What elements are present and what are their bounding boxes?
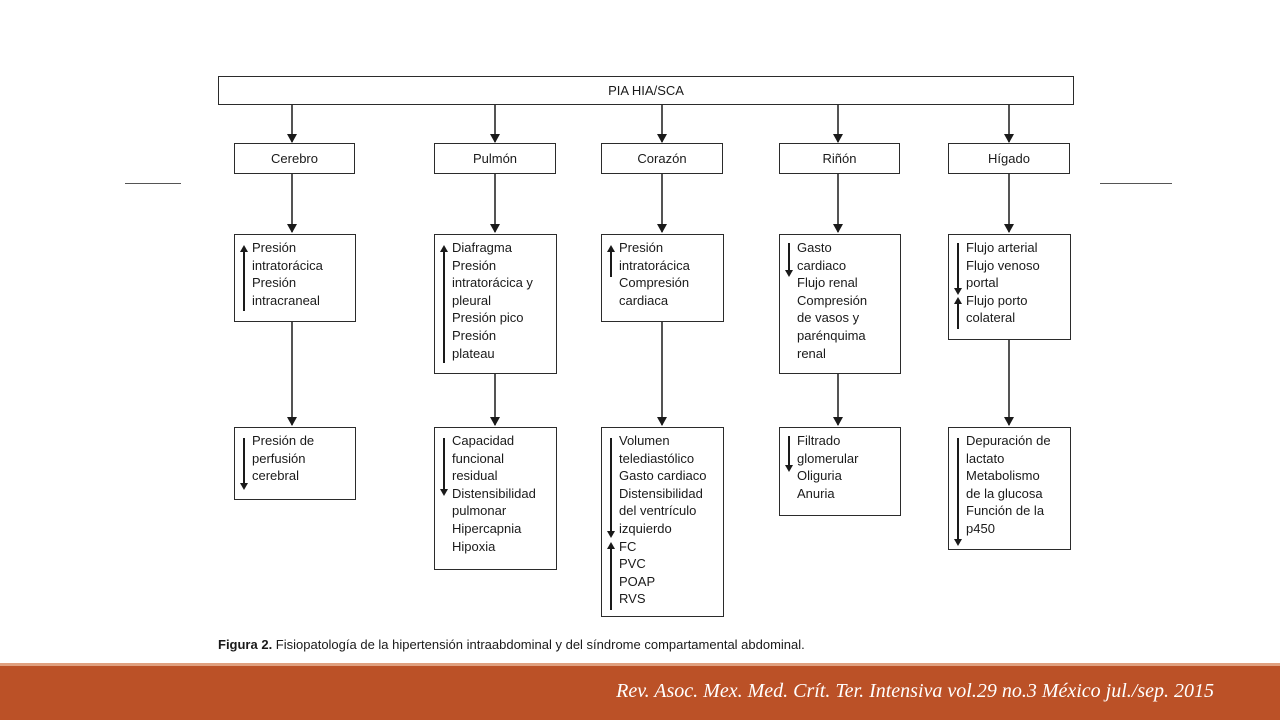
outcome-line: de la glucosa (966, 485, 1043, 501)
effect-line: Presión (252, 275, 297, 291)
decrease-arrow-icon (785, 243, 793, 277)
outcome-line: telediastólico (619, 450, 695, 466)
outcome-line: Función de la (966, 503, 1045, 519)
increase-arrow-icon (607, 542, 615, 610)
effect-line: Diafragma (452, 240, 512, 255)
effect-box-rinon: Gasto cardiaco Flujo renal Compresión de… (779, 234, 901, 374)
effect-line: cardiaco (797, 257, 847, 273)
decrease-arrow-icon (607, 438, 615, 538)
organ-box-higado: Hígado (948, 143, 1070, 174)
outcome-line: cerebral (252, 468, 299, 484)
increase-arrow-icon (240, 245, 248, 311)
effect-line: Compresión (619, 275, 690, 291)
outcome-box-rinon: Filtrado glomerular Oliguria Anuria (779, 427, 901, 516)
outcome-line: Anuria (797, 485, 835, 501)
effect-line: pleural (452, 292, 492, 308)
decrease-arrow-icon (954, 243, 962, 295)
outcome-line: funcional (452, 450, 505, 466)
effect-line: Flujo porto (966, 292, 1028, 308)
effect-line: Gasto (797, 240, 832, 255)
outcome-line: Gasto cardiaco (619, 468, 707, 484)
effect-line: intracraneal (252, 292, 320, 308)
effect-line: Flujo arterial (966, 240, 1038, 255)
outcome-line: Distensibilidad (619, 485, 703, 501)
outcome-line: lactato (966, 450, 1005, 466)
caption-text: Fisiopatología de la hipertensión intraa… (272, 637, 805, 652)
outcome-line: Hipercapnia (452, 520, 522, 536)
effect-line: intratorácica y (452, 275, 533, 291)
caption-label: Figura 2. (218, 637, 273, 652)
decrease-arrow-icon (240, 438, 248, 490)
outcome-line: Filtrado (797, 433, 841, 448)
root-box: PIA HIA/SCA (218, 76, 1074, 105)
effect-line: de vasos y (797, 310, 860, 326)
organ-box-corazon: Corazón (601, 143, 723, 174)
outcome-line: PVC (619, 556, 646, 572)
effect-line: colateral (966, 310, 1016, 326)
outcome-box-cerebro: Presión de perfusión cerebral (234, 427, 356, 500)
decrease-arrow-icon (785, 436, 793, 472)
effect-line: intratorácica (619, 257, 690, 273)
effect-line: renal (797, 345, 826, 361)
outcome-line: Depuración de (966, 433, 1051, 448)
effect-box-pulmon: Diafragma Presión intratorácica y pleura… (434, 234, 557, 374)
outcome-line: POAP (619, 573, 656, 589)
outcome-line: Capacidad (452, 433, 515, 448)
outcome-line: Volumen (619, 433, 670, 448)
outcome-line: Hipoxia (452, 538, 496, 554)
effect-line: Flujo renal (797, 275, 858, 291)
effect-box-cerebro: Presión intratorácica Presión intracrane… (234, 234, 356, 322)
effect-line: Presión (452, 327, 497, 343)
outcome-line: izquierdo (619, 520, 672, 536)
outcome-line: glomerular (797, 450, 859, 466)
decorative-rule-right (1100, 183, 1172, 184)
figure-caption: Figura 2. Fisiopatología de la hipertens… (218, 637, 805, 652)
footer-bar: Rev. Asoc. Mex. Med. Crít. Ter. Intensiv… (0, 663, 1280, 720)
outcome-line: residual (452, 468, 498, 484)
decrease-arrow-icon (954, 438, 962, 546)
root-label: PIA HIA/SCA (608, 82, 684, 98)
effect-line: Presión pico (452, 310, 524, 326)
effect-box-corazon: Presión intratorácica Compresión cardiac… (601, 234, 724, 322)
outcome-line: del ventrículo (619, 503, 697, 519)
effect-line: cardiaca (619, 292, 669, 308)
outcome-box-pulmon: Capacidad funcional residual Distensibil… (434, 427, 557, 570)
organ-label-cerebro: Cerebro (271, 150, 318, 166)
outcome-box-corazon: Volumen telediastólico Gasto cardiaco Di… (601, 427, 724, 617)
effect-line: Presión (619, 240, 664, 255)
increase-arrow-icon (607, 245, 615, 277)
effect-line: intratorácica (252, 257, 323, 273)
increase-arrow-icon (440, 245, 448, 363)
outcome-line: FC (619, 538, 637, 554)
outcome-line: perfusión (252, 450, 306, 466)
organ-box-rinon: Riñón (779, 143, 900, 174)
effect-line: Flujo venoso (966, 257, 1040, 273)
effect-line: Presión (452, 257, 497, 273)
organ-label-higado: Hígado (988, 150, 1030, 166)
increase-arrow-icon (954, 297, 962, 329)
footer-citation: Rev. Asoc. Mex. Med. Crít. Ter. Intensiv… (616, 680, 1214, 702)
effect-line: Presión (252, 240, 297, 255)
organ-box-cerebro: Cerebro (234, 143, 355, 174)
effect-box-higado: Flujo arterial Flujo venoso portal Flujo… (948, 234, 1071, 340)
effect-line: parénquima (797, 327, 866, 343)
outcome-box-higado: Depuración de lactato Metabolismo de la … (948, 427, 1071, 550)
outcome-line: Distensibilidad (452, 485, 536, 501)
outcome-line: RVS (619, 591, 646, 607)
outcome-line: p450 (966, 520, 995, 536)
decorative-rule-left (125, 183, 181, 184)
effect-line: Compresión (797, 292, 868, 308)
outcome-line: Presión de (252, 433, 315, 448)
organ-box-pulmon: Pulmón (434, 143, 556, 174)
organ-label-corazon: Corazón (637, 150, 687, 166)
outcome-line: Metabolismo (966, 468, 1040, 484)
outcome-line: Oliguria (797, 468, 842, 484)
organ-label-pulmon: Pulmón (472, 150, 518, 166)
effect-line: plateau (452, 345, 495, 361)
effect-line: portal (966, 275, 999, 291)
decrease-arrow-icon (440, 438, 448, 496)
outcome-line: pulmonar (452, 503, 507, 519)
organ-label-rinon: Riñón (822, 150, 857, 166)
